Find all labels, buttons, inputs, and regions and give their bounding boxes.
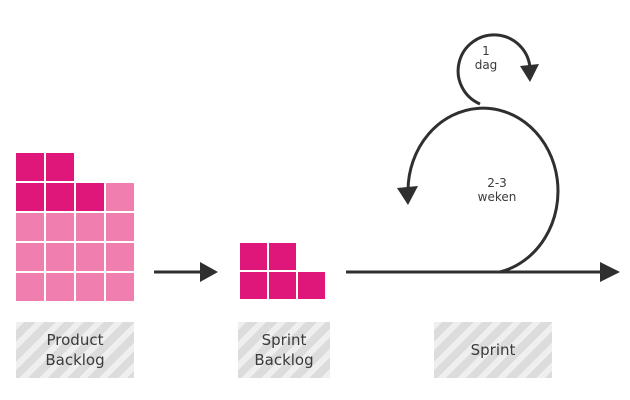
- backlog-block: [16, 183, 44, 211]
- backlog-block: [106, 273, 134, 301]
- sprint-text: Sprint: [470, 341, 516, 359]
- backlog-block: [76, 183, 104, 211]
- backlog-block: [46, 243, 74, 271]
- sprint-label: Sprint: [434, 322, 552, 378]
- backlog-block: [106, 213, 134, 241]
- backlog-block: [240, 243, 267, 270]
- backlog-block: [298, 272, 325, 299]
- backlog-block: [46, 213, 74, 241]
- backlog-block: [76, 243, 104, 271]
- backlog-block: [76, 213, 104, 241]
- backlog-block: [269, 272, 296, 299]
- backlog-block: [269, 243, 296, 270]
- backlog-block: [240, 272, 267, 299]
- sprint-backlog-text: Sprint Backlog: [254, 331, 314, 369]
- product-backlog-label: Product Backlog: [16, 322, 134, 378]
- daily-cycle-loop: [456, 33, 539, 106]
- sprint-backlog-blocks: [240, 243, 325, 299]
- sprint-cycle-loop: [397, 106, 560, 274]
- product-backlog-text: Product Backlog: [45, 331, 105, 369]
- backlog-block: [16, 243, 44, 271]
- backlog-block: [46, 153, 74, 181]
- sprint-backlog-label: Sprint Backlog: [238, 322, 330, 378]
- backlog-block: [106, 243, 134, 271]
- arrow-to-sprint: [346, 262, 620, 282]
- backlog-block: [16, 213, 44, 241]
- backlog-block: [16, 273, 44, 301]
- sprint-length-label: 2-3 weken: [477, 176, 517, 204]
- backlog-block: [106, 183, 134, 211]
- daily-cycle-label: 1 dag: [474, 44, 498, 72]
- backlog-block: [46, 273, 74, 301]
- backlog-block: [46, 183, 74, 211]
- backlog-block: [76, 273, 104, 301]
- arrow-to-sprint-backlog: [154, 262, 218, 282]
- product-backlog-blocks: [16, 153, 134, 301]
- backlog-block: [16, 153, 44, 181]
